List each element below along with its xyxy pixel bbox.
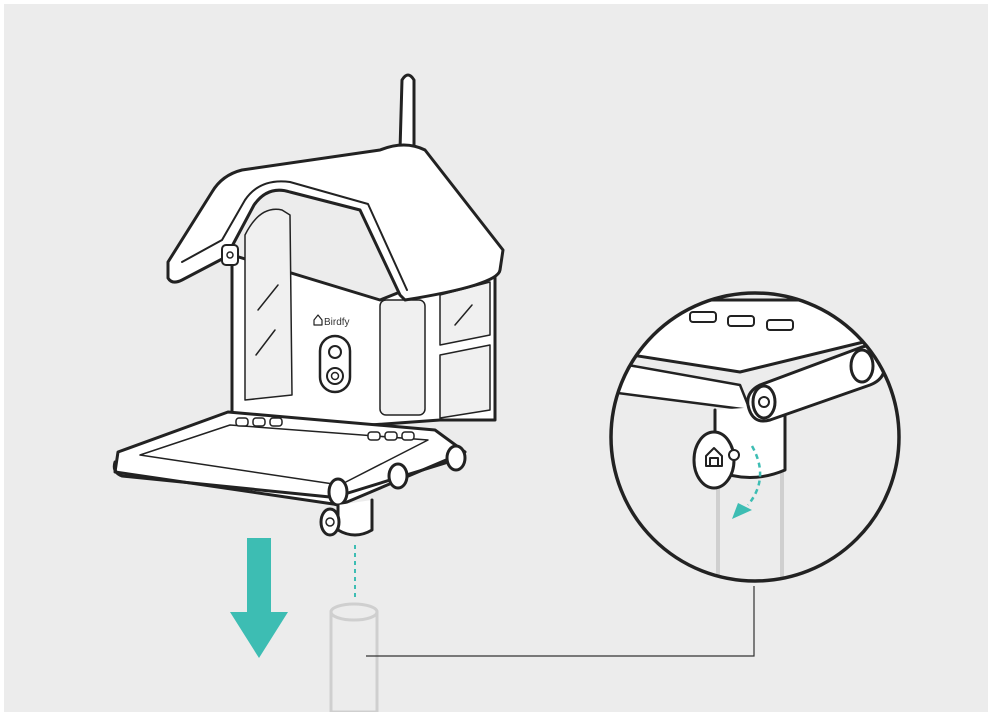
- camera-sensor: [329, 346, 341, 358]
- camera-lens-inner: [332, 373, 339, 380]
- perch-end-cap: [389, 464, 407, 488]
- side-window: [380, 300, 425, 415]
- perch-end-cap: [447, 446, 465, 470]
- roof-screw: [227, 252, 233, 258]
- locking-knob: [694, 432, 734, 488]
- perch-end-cap: [329, 479, 347, 505]
- brand-label: Birdfy: [324, 317, 350, 328]
- mounting-pole: [331, 604, 377, 712]
- right-side-panel: [440, 345, 490, 418]
- front-window: [245, 209, 292, 400]
- zoom-perch-cap: [851, 350, 873, 382]
- mount-collar: [338, 500, 372, 535]
- mount-knob-center: [326, 518, 334, 526]
